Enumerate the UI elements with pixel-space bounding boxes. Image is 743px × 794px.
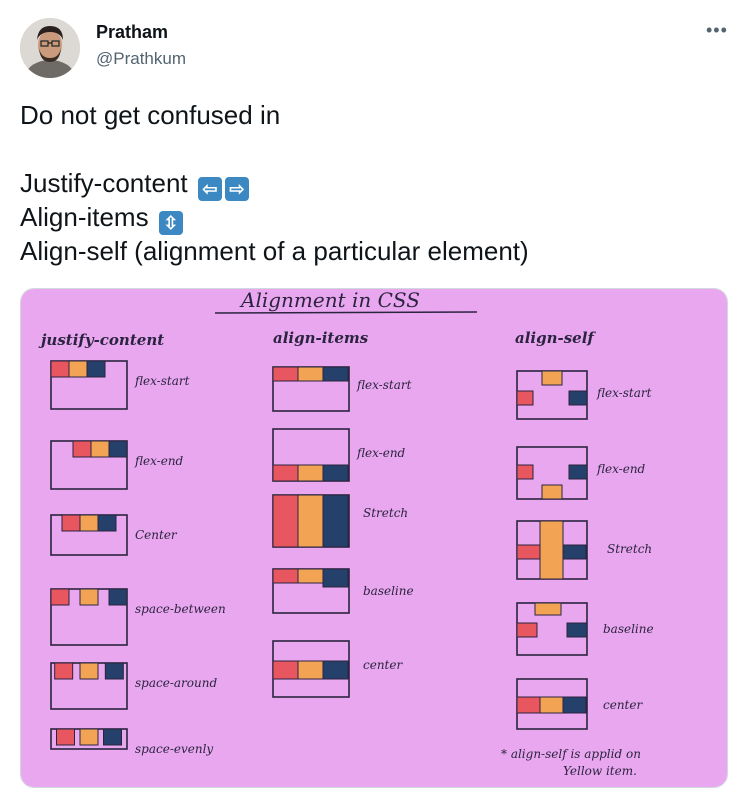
ai-item-5-2: [297, 660, 324, 680]
as-item-1-3: [568, 390, 588, 406]
jc-item-6-3: [103, 728, 122, 746]
jc-label-3: Center: [135, 528, 178, 542]
right-arrow-icon: ⇨: [224, 177, 249, 201]
jc-item-3-1: [61, 514, 81, 532]
as-label-3: Stretch: [607, 542, 652, 556]
ai-item-2-2: [297, 464, 324, 482]
as-label-5: center: [603, 698, 643, 712]
jc-item-3-2: [79, 514, 99, 532]
avatar[interactable]: [20, 18, 80, 78]
author-name[interactable]: Pratham: [96, 22, 169, 42]
author-handle[interactable]: @Prathkum: [96, 49, 187, 68]
tweet-line-1: Do not get confused in: [20, 100, 281, 130]
as-item-2-2: [541, 484, 563, 500]
as-label-4: baseline: [603, 622, 654, 636]
ai-item-3-2: [297, 494, 324, 548]
jc-item-4-3: [108, 588, 128, 606]
jc-item-2-2: [90, 440, 110, 458]
ai-item-3-1: [272, 494, 299, 548]
as-item-4-2: [534, 602, 562, 616]
profile-photo-icon: [20, 18, 80, 78]
ai-item-3-3: [322, 494, 349, 548]
ai-item-4-3: [322, 568, 349, 588]
ai-label-3: Stretch: [363, 506, 408, 520]
ai-item-5-1: [272, 660, 299, 680]
jc-item-5-1: [54, 662, 74, 680]
note-line-1: * align-self is applid on: [501, 747, 641, 761]
jc-item-3-3: [97, 514, 117, 532]
left-arrow-icon: ⇦: [197, 177, 222, 201]
ai-item-5-3: [322, 660, 349, 680]
jc-label-1: flex-start: [134, 374, 190, 388]
ai-item-2-3: [322, 464, 349, 482]
as-item-5-2: [539, 696, 564, 714]
as-item-2-3: [568, 464, 588, 480]
ai-item-1-3: [322, 366, 349, 382]
ai-item-1-2: [297, 366, 324, 382]
title-underline: [214, 311, 478, 314]
jc-label-5: space-around: [135, 676, 217, 690]
ai-item-4-1: [272, 568, 299, 584]
as-label-1: flex-start: [596, 386, 652, 400]
more-options-icon[interactable]: •••: [706, 20, 728, 40]
ai-label-2: flex-end: [356, 446, 406, 460]
jc-item-1-2: [68, 360, 88, 378]
ai-label-5: center: [363, 658, 403, 672]
jc-item-5-3: [104, 662, 124, 680]
jc-label-2: flex-end: [134, 454, 184, 468]
ai-item-1-1: [272, 366, 299, 382]
jc-item-1-3: [86, 360, 106, 378]
note-line-2: Yellow item.: [563, 764, 637, 778]
jc-item-4-1: [50, 588, 70, 606]
align-items-text: Align-items: [20, 202, 149, 232]
jc-item-2-1: [72, 440, 92, 458]
jc-item-1-1: [50, 360, 70, 378]
as-item-3-2: [539, 520, 564, 580]
ai-item-4-2: [297, 568, 324, 584]
col-align-items: align-items: [273, 329, 369, 347]
jc-label-6: space-evenly: [135, 742, 213, 756]
tweet-text: Do not get confused in Justify-content ⇦…: [20, 98, 720, 268]
jc-item-5-2: [79, 662, 99, 680]
as-item-5-1: [516, 696, 541, 714]
as-item-5-3: [562, 696, 587, 714]
tweet-line-2: Justify-content ⇦⇨: [20, 166, 720, 201]
paper-background: [21, 289, 727, 787]
sketch-title: Alignment in CSS: [239, 289, 420, 312]
as-item-1-2: [541, 370, 563, 386]
col-justify-content: justify-content: [38, 331, 164, 349]
ai-item-2-1: [272, 464, 299, 482]
tweet-line-4: Align-self (alignment of a particular el…: [20, 236, 529, 266]
up-down-arrow-icon: ⇳: [158, 211, 183, 235]
jc-label-4: space-between: [135, 602, 226, 616]
as-label-2: flex-end: [596, 462, 646, 476]
tweet-image[interactable]: Alignment in CSS justify-content align-i…: [20, 288, 728, 788]
jc-item-6-1: [56, 728, 75, 746]
as-item-3-3: [562, 544, 587, 560]
as-item-2-1: [516, 464, 534, 480]
jc-item-6-2: [79, 728, 99, 746]
jc-item-4-2: [79, 588, 99, 606]
tweet-line-3: Align-items ⇳: [20, 200, 720, 235]
jc-item-2-3: [108, 440, 128, 458]
as-item-3-1: [516, 544, 541, 560]
ai-label-4: baseline: [363, 584, 414, 598]
alignment-sketch: Alignment in CSS justify-content align-i…: [21, 289, 727, 787]
justify-content-text: Justify-content: [20, 168, 188, 198]
ai-label-1: flex-start: [356, 378, 412, 392]
as-item-4-1: [516, 622, 538, 638]
col-align-self: align-self: [515, 329, 596, 347]
as-item-4-3: [566, 622, 588, 638]
as-item-1-1: [516, 390, 534, 406]
